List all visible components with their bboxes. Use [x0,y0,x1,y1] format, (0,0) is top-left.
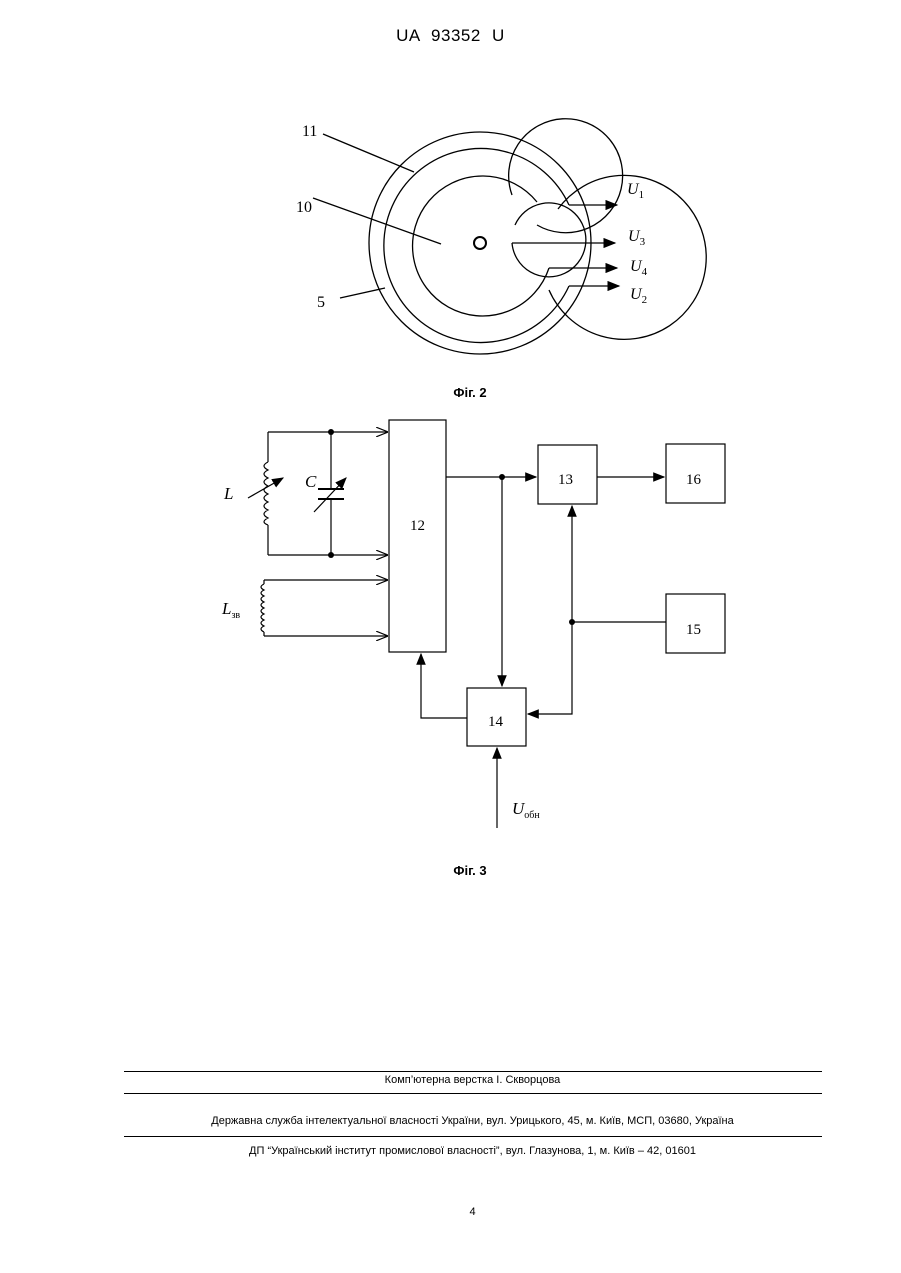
block-15-label: 15 [686,622,701,638]
footer-layout-credit: Комп’ютерна верстка І. Скворцова [0,1074,901,1086]
wire-node-to-14-right [528,622,572,714]
footer-institute: ДП “Український інститут промислової вла… [0,1145,901,1157]
junction-15 [569,619,575,625]
inductor-coil [264,462,268,525]
block-16-label: 16 [686,472,702,488]
footer-rule-3 [124,1136,822,1137]
footer-rule-2 [124,1093,822,1094]
figure-3-block-diagram: 12 13 16 15 14 L C Lзв Uобн [0,0,901,860]
block-14-label: 14 [488,714,504,730]
figure-3-caption: Фіг. 3 [0,863,901,878]
junction-output-12 [499,474,505,480]
footer-office: Державна служба інтелектуальної власност… [0,1115,901,1127]
label-reference-voltage: Uобн [512,799,540,821]
feedback-coil [261,584,264,632]
page-number: 4 [0,1206,901,1218]
label-feedback-coil: Lзв [221,599,240,621]
junction-lc-bottom-right [328,552,334,558]
label-capacitor-c: C [305,472,317,491]
block-12 [389,420,446,652]
label-inductor-l: L [223,484,233,503]
footer-rule-1 [124,1071,822,1072]
wire-14-to-12 [421,654,467,718]
block-12-label: 12 [410,518,425,534]
capacitor-adjust-arrow [314,478,346,512]
junction-lc-top-right [328,429,334,435]
block-13-label: 13 [558,472,573,488]
